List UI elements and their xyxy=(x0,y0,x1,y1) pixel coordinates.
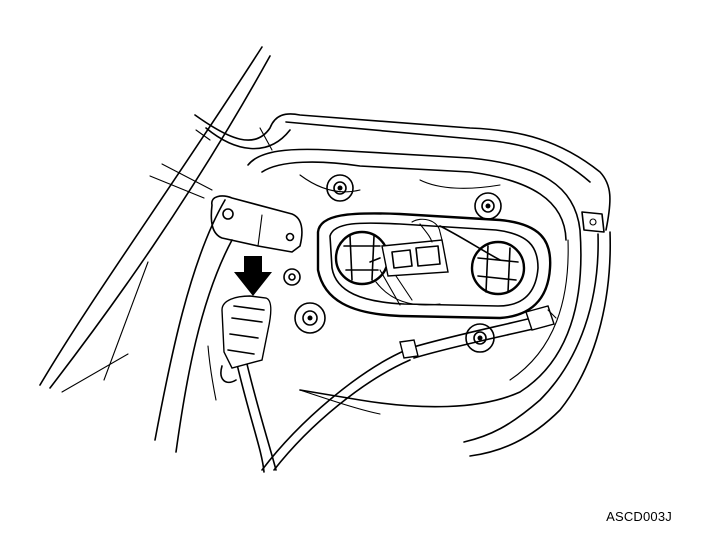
harness-connector-center xyxy=(369,218,501,277)
lower-panel-lines xyxy=(207,231,612,457)
trim-clip xyxy=(581,211,605,233)
down-arrow-icon xyxy=(234,256,272,296)
nut-upper-right xyxy=(474,192,502,220)
bulb-socket-right xyxy=(470,240,526,296)
figure-code: ASCD003J xyxy=(606,509,672,524)
bracket xyxy=(149,163,303,253)
bulb-socket-left xyxy=(334,230,441,306)
gutter-lines xyxy=(194,113,611,231)
lamp-opening-panel xyxy=(247,148,582,408)
bulb-socket-plate xyxy=(316,212,552,320)
harness-connector-left xyxy=(220,295,272,384)
nut-upper-left xyxy=(326,174,354,202)
wiring-harness xyxy=(235,305,557,473)
nut-lower-left xyxy=(294,302,326,334)
small-stud xyxy=(283,268,301,286)
body-panel-outline xyxy=(39,46,271,453)
